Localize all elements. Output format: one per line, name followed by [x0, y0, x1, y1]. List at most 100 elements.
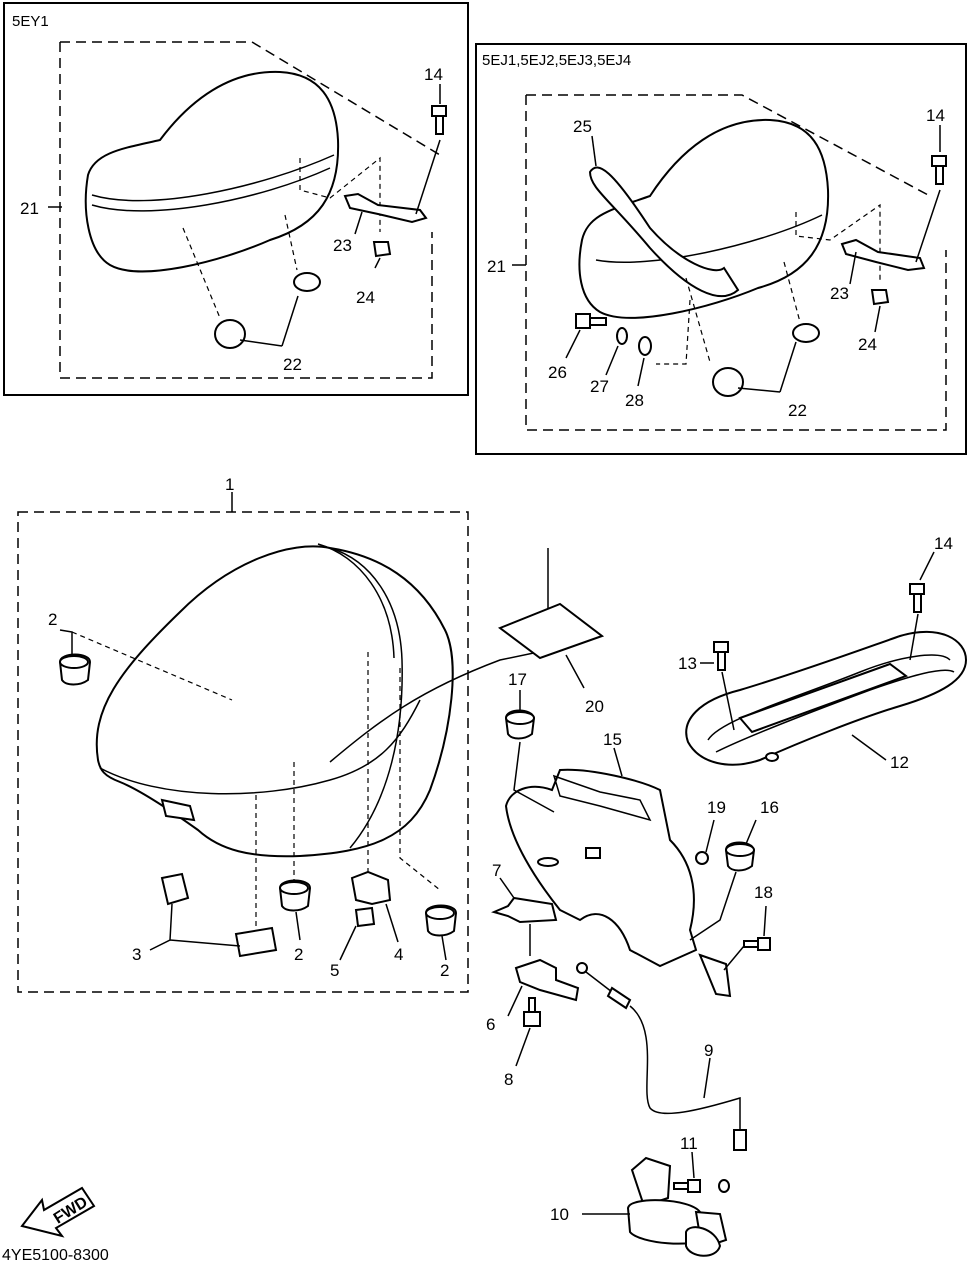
part-label-2: 2	[48, 610, 57, 629]
washer-27	[616, 327, 628, 345]
part-label-13: 13	[678, 654, 697, 673]
part-label-20: 20	[585, 697, 604, 716]
grommet-17	[504, 709, 536, 740]
seat-lock-cable-9	[576, 962, 747, 1193]
part-label-27: 27	[590, 377, 609, 396]
seat-bracket-15	[504, 768, 732, 998]
diagram-code: 4YE5100-8300	[2, 1247, 109, 1264]
leader-line	[909, 613, 919, 661]
leader-line	[565, 329, 581, 359]
bolt-14	[431, 105, 447, 135]
grommet-16	[724, 841, 756, 872]
leader-line	[591, 135, 597, 167]
leader-line	[851, 734, 887, 761]
main-seat-assembly: 1	[17, 475, 549, 993]
leader-line	[354, 211, 363, 235]
leader-line	[59, 629, 73, 654]
leader-line	[385, 903, 399, 943]
rider-seat	[95, 543, 454, 858]
part-label-23: 23	[333, 236, 352, 255]
seat-lock-cylinder-10	[626, 1156, 728, 1257]
part-label-1: 1	[225, 475, 234, 494]
leader-line	[339, 925, 357, 961]
bracket-23	[343, 192, 428, 224]
clip-3	[160, 872, 190, 906]
leader-dash	[685, 277, 711, 363]
part-label-11: 11	[680, 1134, 698, 1153]
part-label-26: 26	[548, 363, 567, 382]
leader-line	[915, 189, 941, 263]
bolt-13	[713, 641, 729, 671]
damper-2	[278, 879, 312, 912]
fwd-arrow-icon: FWD	[20, 1186, 96, 1238]
leader-line	[613, 747, 623, 777]
leader-line	[499, 877, 515, 899]
assembly-outline	[17, 511, 469, 993]
part-label-19: 19	[707, 798, 726, 817]
part-label-28: 28	[625, 391, 644, 410]
leader-line	[605, 345, 619, 376]
pillion-seat-with-grab-bar	[578, 118, 830, 319]
pillion-seat	[84, 70, 340, 273]
assembly-outline	[60, 41, 441, 156]
nut-24	[870, 289, 890, 306]
part-label-22: 22	[283, 355, 302, 374]
leader-line	[415, 139, 441, 215]
part-label-8: 8	[504, 1070, 513, 1089]
part-label-25: 25	[573, 117, 592, 136]
damper-22	[214, 272, 321, 349]
part-label-12: 12	[890, 753, 909, 772]
bolt-18	[743, 937, 771, 951]
bolt-26	[575, 313, 607, 329]
part-label-3: 3	[132, 945, 141, 964]
part-label-7: 7	[492, 861, 501, 880]
part-label-2: 2	[440, 961, 449, 980]
seat-lock-6	[514, 958, 580, 1002]
leader-dash	[656, 299, 691, 365]
leader-dash	[71, 631, 233, 701]
leader-line	[295, 911, 301, 941]
leader-line	[763, 905, 767, 937]
box-title-5ey1: 5EY1	[12, 13, 49, 30]
damper-22	[712, 323, 820, 397]
part-label-2: 2	[294, 945, 303, 964]
part-label-18: 18	[754, 883, 773, 902]
part-label-14: 14	[424, 65, 443, 84]
assembly-outline	[59, 42, 433, 379]
bolt-14	[931, 155, 947, 185]
leader-line	[721, 671, 735, 731]
frame-parts: 20 13 14 12	[486, 534, 968, 1257]
leader-line	[515, 1027, 531, 1067]
part-label-6: 6	[486, 1015, 495, 1034]
washer-28	[638, 336, 652, 356]
leader-line	[874, 305, 881, 333]
leader-line	[441, 935, 447, 961]
screw-19	[695, 851, 709, 865]
leader-line	[513, 741, 555, 813]
nut-5	[354, 906, 376, 928]
part-label-21: 21	[20, 199, 39, 218]
bolt-8	[523, 997, 541, 1027]
damper-2	[424, 904, 458, 937]
assembly-outline	[526, 94, 931, 197]
leader-dash	[399, 668, 441, 891]
part-label-4: 4	[394, 945, 403, 964]
leader-dash	[299, 156, 381, 232]
leader-line	[691, 1151, 695, 1179]
part-label-24: 24	[356, 288, 375, 307]
box-frame	[475, 43, 967, 455]
part-label-16: 16	[760, 798, 779, 817]
part-label-5: 5	[330, 961, 339, 980]
part-label-9: 9	[704, 1041, 713, 1060]
part-label-23: 23	[830, 284, 849, 303]
damper-2	[58, 653, 92, 686]
part-label-14: 14	[926, 106, 945, 125]
assembly-outline	[525, 95, 947, 431]
variant-box-5ej: 5EJ1,5EJ2,5EJ3,5EJ4	[475, 43, 967, 455]
bracket-4	[350, 870, 392, 906]
variant-box-5ey1: 5EY1 21	[3, 2, 469, 396]
leader-dash	[284, 214, 298, 271]
screw-11	[673, 1179, 701, 1193]
leader-line	[849, 251, 857, 285]
